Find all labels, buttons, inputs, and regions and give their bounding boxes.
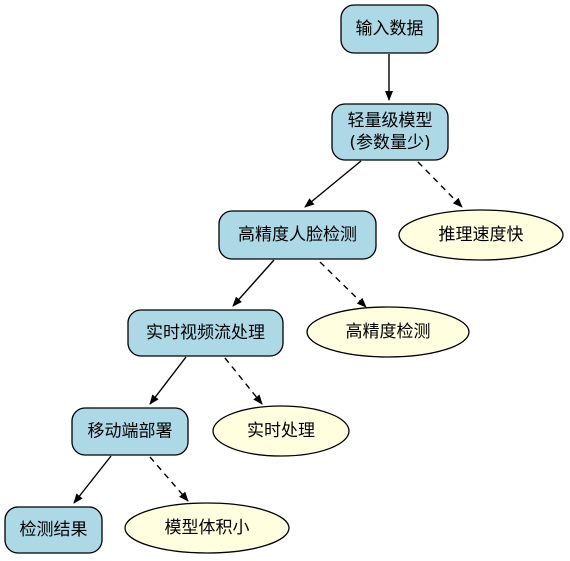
node-hp: 高精度检测	[306, 306, 470, 358]
node-fast-label: 推理速度快	[439, 225, 524, 245]
node-face-box	[218, 210, 377, 260]
edge-video-to-mobile-arrow	[149, 356, 187, 405]
node-fast-ellipse	[398, 209, 564, 261]
node-model-label-line-2: (参数量少)	[349, 133, 430, 153]
edge-mobile-to-result-arrow	[73, 455, 112, 504]
node-small-label: 模型体积小	[165, 518, 250, 538]
node-mobile-label: 移动端部署	[88, 422, 173, 442]
edge-model-to-face-arrow	[304, 160, 362, 208]
node-hp-label: 高精度检测	[346, 322, 431, 342]
node-rt-label: 实时处理	[247, 421, 315, 441]
node-face: 高精度人脸检测	[218, 210, 377, 260]
node-rt-ellipse	[212, 405, 350, 457]
node-rt: 实时处理	[212, 405, 350, 457]
node-video: 实时视频流处理	[127, 309, 284, 357]
edge-model-to-fast-arrow	[417, 161, 463, 208]
node-model: 轻量级模型(参数量少)	[331, 103, 449, 161]
node-face-label: 高精度人脸检测	[238, 225, 357, 245]
node-mobile: 移动端部署	[71, 407, 189, 456]
node-mobile-box	[71, 407, 189, 456]
node-small: 模型体积小	[124, 502, 290, 554]
node-hp-ellipse	[306, 306, 470, 358]
node-result-box	[4, 506, 103, 554]
node-input-label: 输入数据	[356, 19, 424, 39]
node-model-label-line-1: 轻量级模型	[348, 111, 433, 131]
edge-mobile-to-small-arrow	[149, 456, 189, 502]
edge-face-to-hp-arrow	[319, 261, 367, 308]
node-input-box	[340, 4, 439, 54]
node-model-box	[331, 103, 449, 161]
node-input: 输入数据	[340, 4, 439, 54]
node-result-label: 检测结果	[20, 520, 88, 540]
node-result: 检测结果	[4, 506, 103, 554]
node-small-ellipse	[124, 502, 290, 554]
edges-layer	[73, 54, 463, 504]
node-video-label: 实时视频流处理	[146, 323, 265, 343]
edge-face-to-video-arrow	[232, 259, 275, 307]
edge-video-to-rt-arrow	[224, 357, 263, 405]
node-video-box	[127, 309, 284, 357]
node-fast: 推理速度快	[398, 209, 564, 261]
